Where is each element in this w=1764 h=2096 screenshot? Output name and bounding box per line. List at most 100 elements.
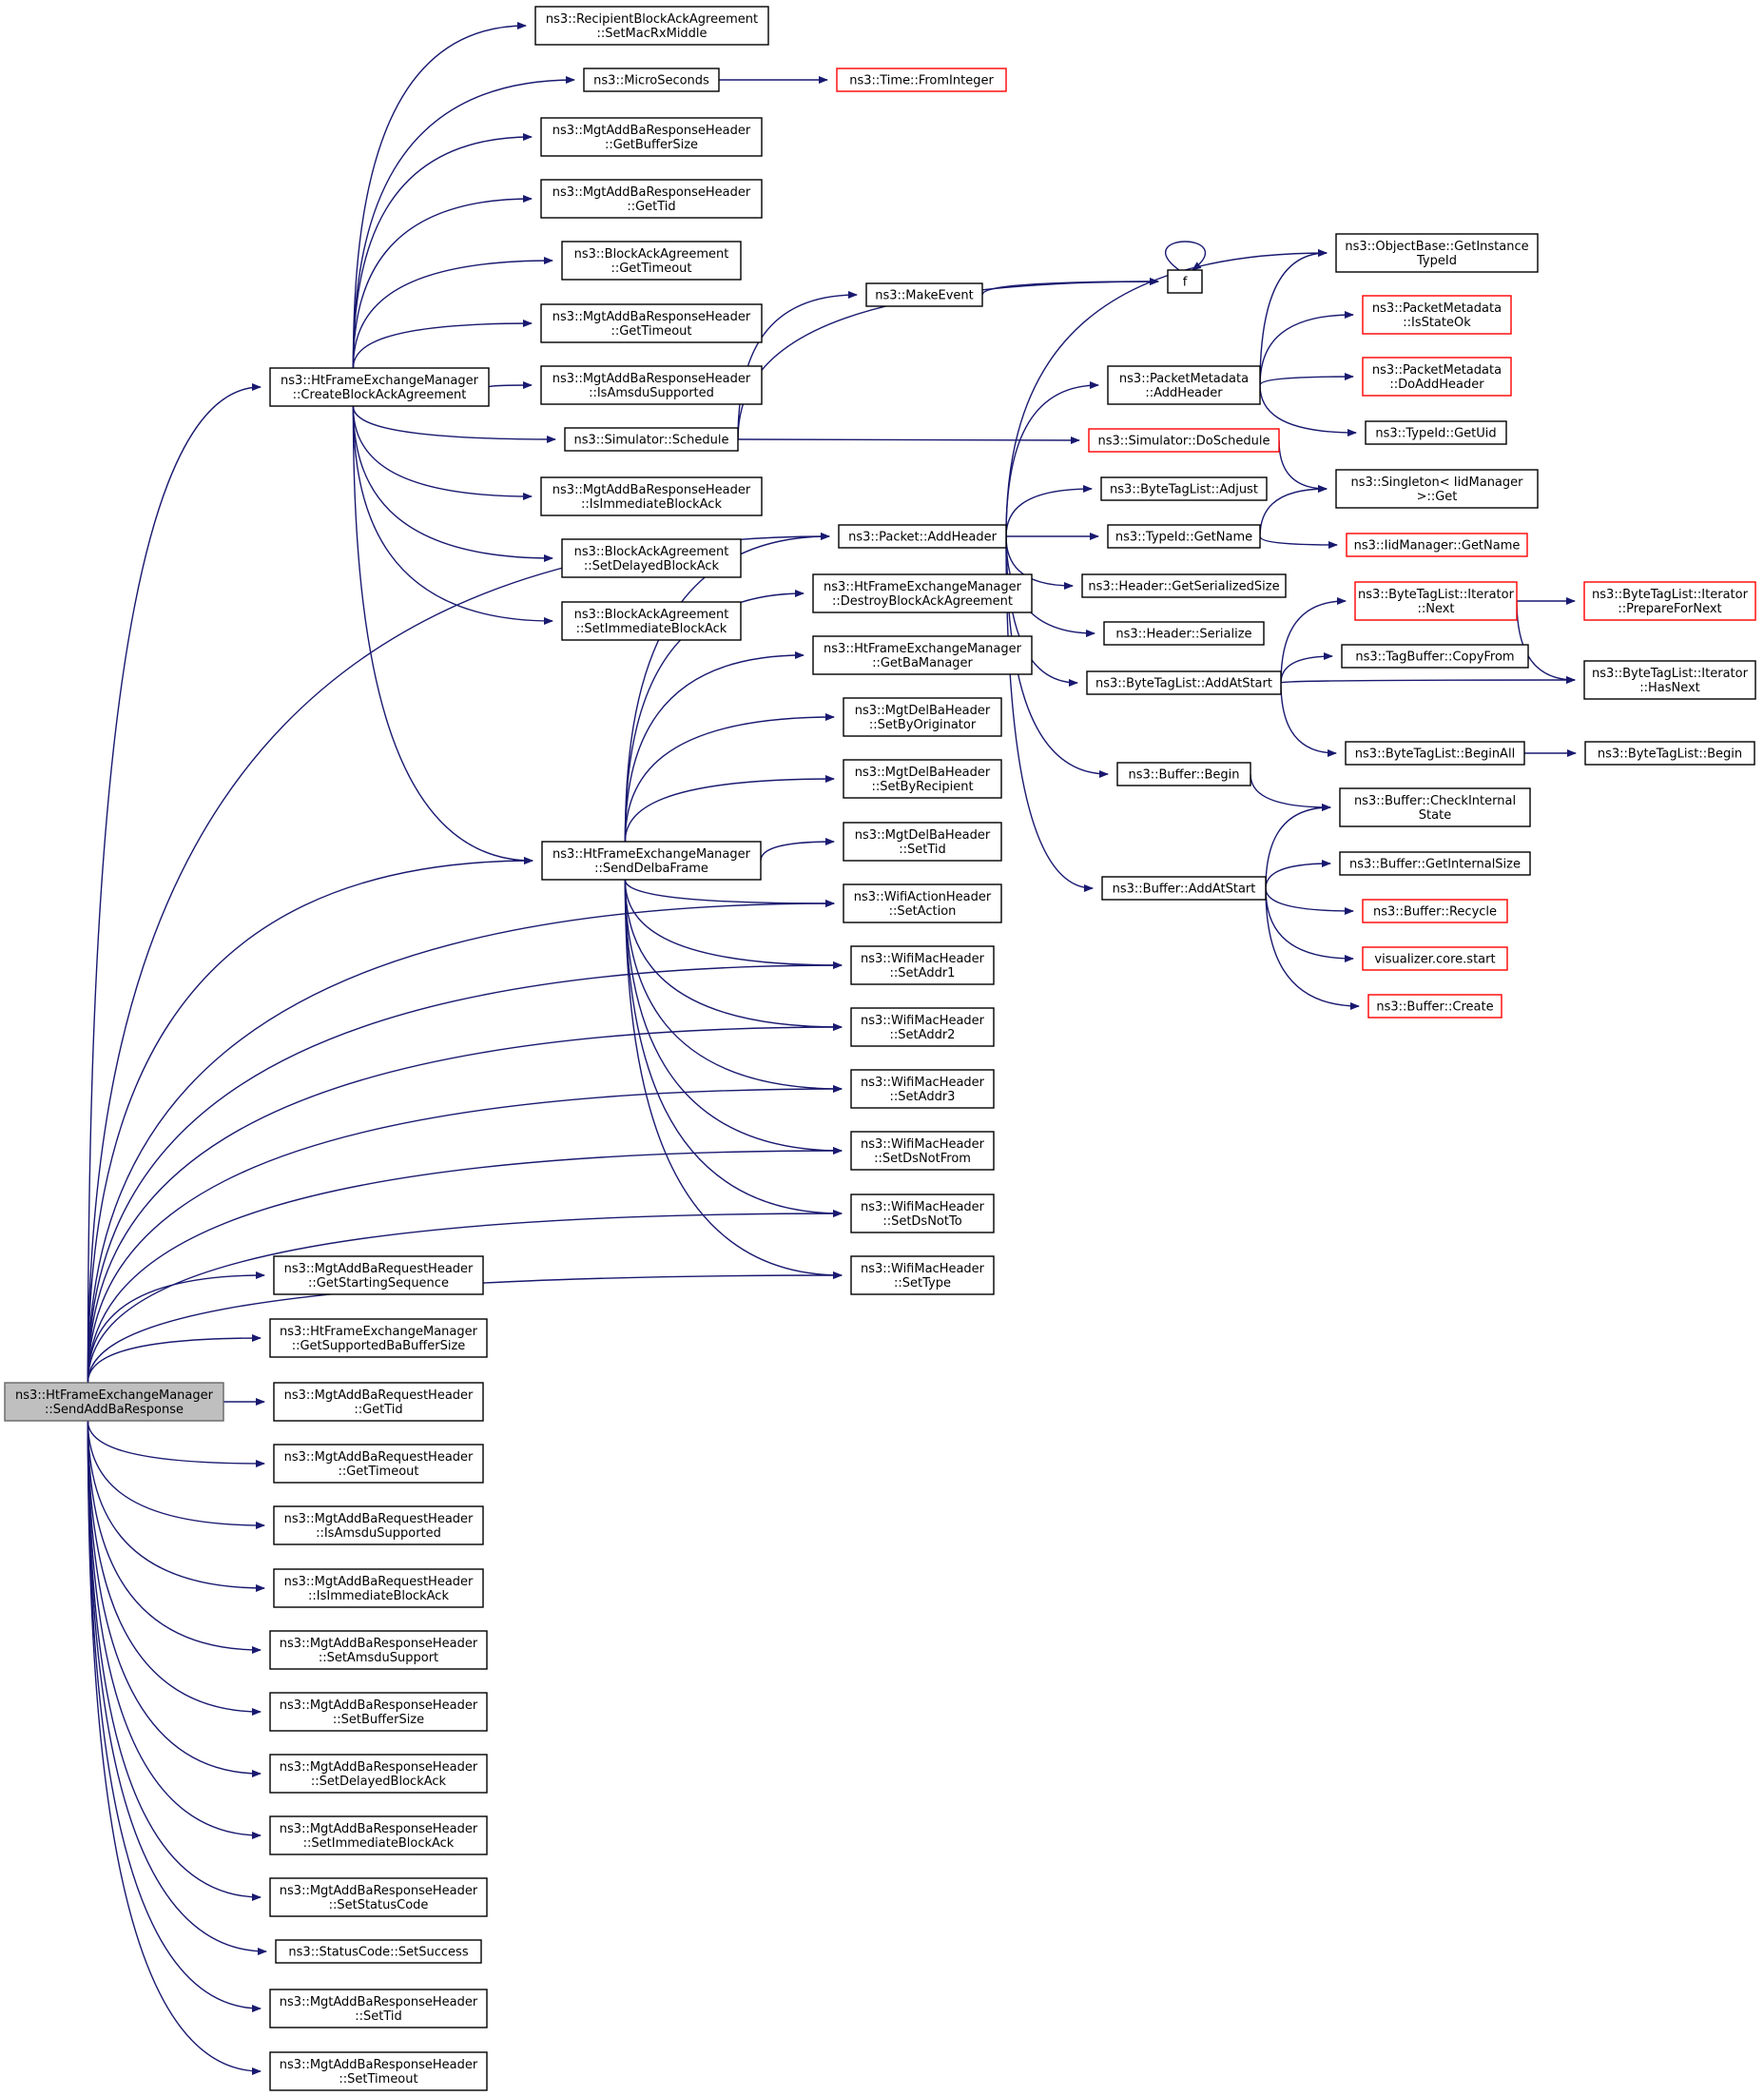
node-succ[interactable]: ns3::StatusCode::SetSuccess [275, 1939, 482, 1964]
node-set-tid[interactable]: ns3::MgtAddBaResponseHeader::SetTid [269, 1989, 488, 2028]
node-req-seq[interactable]: ns3::MgtAddBaRequestHeader::GetStartingS… [273, 1255, 484, 1295]
node-singleton[interactable]: ns3::Singleton< IidManager>::Get [1335, 469, 1539, 509]
node-label: ::SetImmediateBlockAck [576, 622, 727, 636]
node-viz[interactable]: visualizer.core.start [1362, 946, 1508, 971]
node-label: ::SetByRecipient [871, 780, 973, 794]
node-btl-addstart[interactable]: ns3::ByteTagList::AddAtStart [1086, 670, 1282, 695]
node-resp-tid[interactable]: ns3::MgtAddBaResponseHeader::GetTid [540, 179, 763, 219]
node-cba[interactable]: ns3::HtFrameExchangeManager::CreateBlock… [269, 367, 490, 407]
node-label: ns3::HtFrameExchangeManager [552, 847, 751, 862]
node-buf-recycle[interactable]: ns3::Buffer::Recycle [1362, 899, 1508, 923]
node-it-next[interactable]: ns3::ByteTagList::Iterator::Next [1354, 581, 1518, 621]
node-settype[interactable]: ns3::WifiMacHeader::SetType [850, 1255, 995, 1295]
edge-sched-to-dosched [737, 436, 1080, 444]
node-dosched[interactable]: ns3::Simulator::DoSchedule [1088, 428, 1280, 453]
node-label: ns3::Buffer::Recycle [1373, 905, 1497, 920]
node-set-del[interactable]: ns3::MgtAddBaResponseHeader::SetDelayedB… [269, 1754, 488, 1794]
edge-sdf-to-getba [624, 651, 804, 843]
node-addr3[interactable]: ns3::WifiMacHeader::SetAddr3 [850, 1069, 995, 1109]
node-f[interactable]: f [1167, 269, 1203, 294]
node-label: ns3::MgtAddBaResponseHeader [280, 1884, 478, 1898]
node-req-tid[interactable]: ns3::MgtAddBaRequestHeader::GetTid [273, 1382, 484, 1422]
node-label: ns3::Buffer::Create [1376, 1000, 1493, 1015]
node-label: ns3::WifiMacHeader [861, 1137, 985, 1152]
node-addr2[interactable]: ns3::WifiMacHeader::SetAddr2 [850, 1007, 995, 1047]
node-del-tid[interactable]: ns3::MgtDelBaHeader::SetTid [843, 822, 1002, 862]
node-req-imm[interactable]: ns3::MgtAddBaRequestHeader::IsImmediateB… [273, 1568, 484, 1608]
node-set-status[interactable]: ns3::MgtAddBaResponseHeader::SetStatusCo… [269, 1877, 488, 1917]
node-resp-imm[interactable]: ns3::MgtAddBaResponseHeader::IsImmediate… [540, 476, 763, 516]
node-getba[interactable]: ns3::HtFrameExchangeManager::GetBaManage… [812, 635, 1033, 675]
node-label: ::GetSupportedBaBufferSize [292, 1339, 466, 1353]
node-tid-name[interactable]: ns3::TypeId::GetName [1107, 524, 1261, 549]
node-label: ns3::Packet::AddHeader [848, 531, 997, 545]
node-pm-doadd[interactable]: ns3::PacketMetadata::DoAddHeader [1362, 357, 1512, 397]
node-dsfrom[interactable]: ns3::WifiMacHeader::SetDsNotFrom [850, 1131, 995, 1171]
edge-cba-to-resp-tid [352, 195, 533, 369]
node-buf-begin[interactable]: ns3::Buffer::Begin [1116, 762, 1251, 786]
node-pkt-add[interactable]: ns3::Packet::AddHeader [838, 524, 1007, 549]
node-action[interactable]: ns3::WifiActionHeader::SetAction [843, 883, 1002, 923]
node-micro[interactable]: ns3::MicroSeconds [583, 68, 720, 92]
node-set-amsdu[interactable]: ns3::MgtAddBaResponseHeader::SetAmsduSup… [269, 1630, 488, 1670]
node-supp-buf[interactable]: ns3::HtFrameExchangeManager::GetSupporte… [269, 1318, 488, 1358]
node-hdr-size[interactable]: ns3::Header::GetSerializedSize [1081, 573, 1287, 598]
node-box [1116, 762, 1251, 786]
node-del-recip[interactable]: ns3::MgtDelBaHeader::SetByRecipient [843, 759, 1002, 799]
node-box [540, 117, 763, 157]
node-hdr-ser[interactable]: ns3::Header::Serialize [1103, 621, 1265, 646]
node-iid-name[interactable]: ns3::IidManager::GetName [1346, 533, 1528, 557]
node-resp-buf[interactable]: ns3::MgtAddBaResponseHeader::GetBufferSi… [540, 117, 763, 157]
edge-root-to-set-imm [87, 1420, 262, 1839]
node-buf-isize[interactable]: ns3::Buffer::GetInternalSize [1339, 851, 1531, 876]
node-dsto[interactable]: ns3::WifiMacHeader::SetDsNotTo [850, 1194, 995, 1233]
node-rbaa[interactable]: ns3::RecipientBlockAckAgreement::SetMacR… [534, 6, 769, 46]
node-btl-begin[interactable]: ns3::ByteTagList::Begin [1584, 741, 1755, 766]
node-box [1101, 876, 1267, 901]
node-set-imm[interactable]: ns3::MgtAddBaResponseHeader::SetImmediat… [269, 1815, 488, 1855]
node-baa-del[interactable]: ns3::BlockAckAgreement::SetDelayedBlockA… [561, 538, 742, 578]
node-it-prep[interactable]: ns3::ByteTagList::Iterator::PrepareForNe… [1583, 581, 1756, 621]
node-del-orig[interactable]: ns3::MgtDelBaHeader::SetByOriginator [843, 697, 1002, 737]
node-set-buf[interactable]: ns3::MgtAddBaResponseHeader::SetBufferSi… [269, 1692, 488, 1732]
node-resp-to[interactable]: ns3::MgtAddBaResponseHeader::GetTimeout [540, 303, 763, 343]
node-baa-imm[interactable]: ns3::BlockAckAgreement::SetImmediateBloc… [561, 601, 742, 641]
edge-root-to-addr3 [87, 1085, 843, 1384]
node-pm-ok[interactable]: ns3::PacketMetadata::IsStateOk [1362, 295, 1512, 335]
node-box [850, 1255, 995, 1295]
node-btl-adj[interactable]: ns3::ByteTagList::Adjust [1100, 476, 1268, 501]
node-label: ns3::MgtAddBaResponseHeader [552, 124, 751, 138]
node-label: ns3::ObjectBase::GetInstance [1345, 240, 1528, 254]
node-addr1[interactable]: ns3::WifiMacHeader::SetAddr1 [850, 945, 995, 985]
node-label: ns3::MgtAddBaResponseHeader [280, 1760, 478, 1775]
node-buf-create[interactable]: ns3::Buffer::Create [1367, 994, 1502, 1019]
node-mkev[interactable]: ns3::MakeEvent [865, 282, 983, 307]
node-destroy[interactable]: ns3::HtFrameExchangeManager::DestroyBloc… [812, 573, 1033, 613]
node-tagbuf[interactable]: ns3::TagBuffer::CopyFrom [1341, 644, 1529, 669]
node-req-to[interactable]: ns3::MgtAddBaRequestHeader::GetTimeout [273, 1444, 484, 1484]
node-buf-addstart[interactable]: ns3::Buffer::AddAtStart [1101, 876, 1267, 901]
node-set-to[interactable]: ns3::MgtAddBaResponseHeader::SetTimeout [269, 2051, 488, 2091]
node-label: ns3::Singleton< IidManager [1350, 475, 1523, 490]
node-box [1167, 269, 1203, 294]
node-fromint[interactable]: ns3::Time::FromInteger [836, 68, 1007, 92]
edge-pkt-add-to-objbase [1005, 249, 1328, 537]
node-tid-uid[interactable]: ns3::TypeId::GetUid [1365, 420, 1507, 445]
node-pm-add[interactable]: ns3::PacketMetadata::AddHeader [1107, 365, 1261, 405]
node-sdf[interactable]: ns3::HtFrameExchangeManager::SendDelbaFr… [541, 841, 762, 881]
node-resp-amsdu[interactable]: ns3::MgtAddBaResponseHeader::IsAmsduSupp… [540, 365, 763, 405]
node-label: ::Next [1417, 602, 1454, 616]
node-root[interactable]: ns3::HtFrameExchangeManager::SendAddBaRe… [4, 1382, 224, 1422]
node-box [1081, 573, 1287, 598]
node-baa-to[interactable]: ns3::BlockAckAgreement::GetTimeout [561, 241, 742, 281]
node-box [1362, 899, 1508, 923]
node-label: ::GetTid [627, 200, 675, 214]
node-req-amsdu[interactable]: ns3::MgtAddBaRequestHeader::IsAmsduSuppo… [273, 1505, 484, 1545]
node-btl-beginall[interactable]: ns3::ByteTagList::BeginAll [1345, 741, 1525, 766]
edge-cba-to-resp-imm [352, 405, 533, 500]
node-it-hasnext[interactable]: ns3::ByteTagList::Iterator::HasNext [1583, 660, 1756, 700]
node-sched[interactable]: ns3::Simulator::Schedule [564, 427, 739, 452]
